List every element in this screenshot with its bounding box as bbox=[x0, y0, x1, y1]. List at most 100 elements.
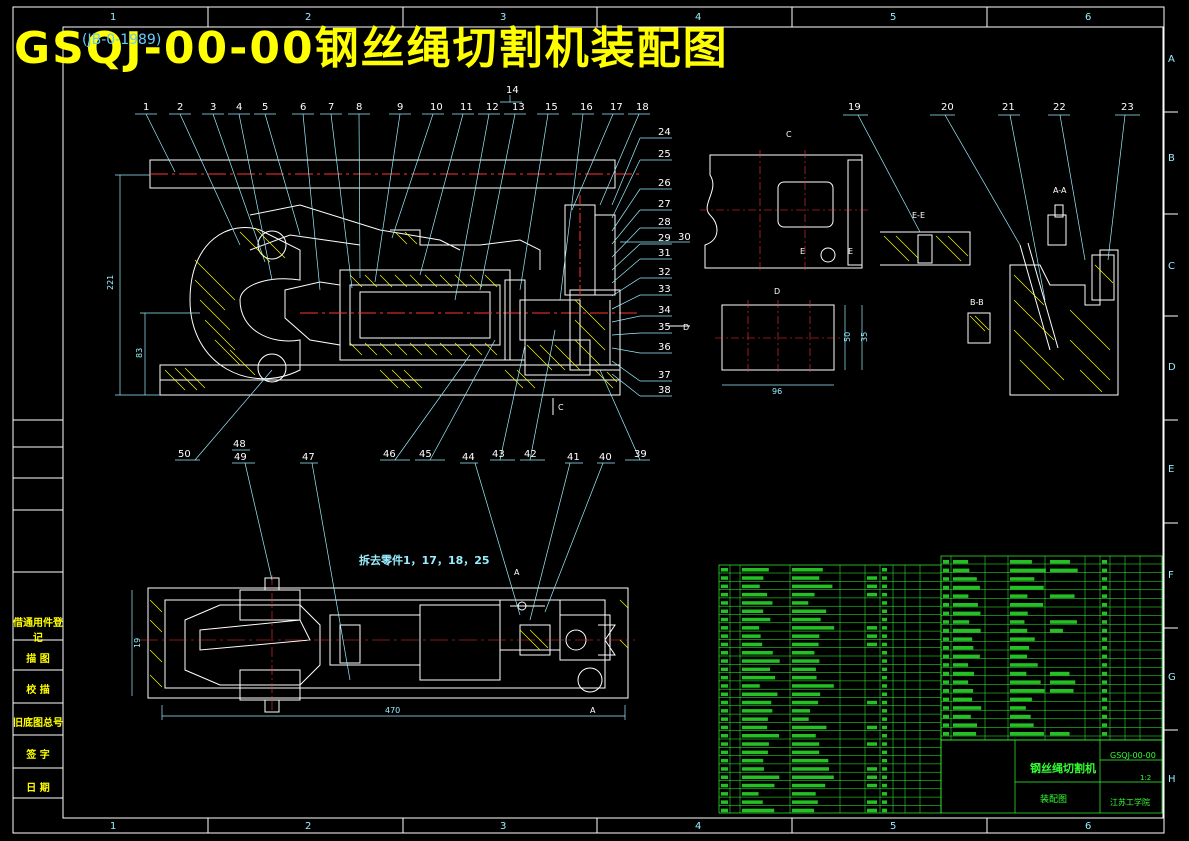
part-label-37: 37 bbox=[658, 370, 671, 381]
border-col-bottom-6: 6 bbox=[1085, 821, 1091, 832]
part-46: 46 bbox=[383, 449, 396, 460]
part-label-11: 11 bbox=[460, 102, 473, 113]
part-41: 41 bbox=[567, 452, 580, 463]
border-col-top-6: 6 bbox=[1085, 12, 1091, 23]
view-e1-label: E bbox=[800, 247, 805, 256]
part-label-38: 38 bbox=[658, 385, 671, 396]
border-col-bottom-4: 4 bbox=[695, 821, 701, 832]
dim-50: 50 bbox=[843, 332, 852, 342]
border-row-E: E bbox=[1168, 464, 1174, 475]
part-label-17: 17 bbox=[610, 102, 623, 113]
part-50: 50 bbox=[178, 449, 191, 460]
dim-470: 470 bbox=[385, 706, 400, 715]
part-19: 19 bbox=[848, 102, 861, 113]
part-label-12: 12 bbox=[486, 102, 499, 113]
drawing-title-ghost: (JB-0-1989) bbox=[82, 32, 162, 48]
dim-221: 221 bbox=[106, 275, 115, 290]
border-col-bottom-5: 5 bbox=[890, 821, 896, 832]
part-23: 23 bbox=[1121, 102, 1134, 113]
part-label-36: 36 bbox=[658, 342, 671, 353]
part-label-8: 8 bbox=[356, 102, 362, 113]
part-label-4: 4 bbox=[236, 102, 242, 113]
part-44: 44 bbox=[462, 452, 475, 463]
view-ee bbox=[880, 231, 971, 266]
part-label-2: 2 bbox=[177, 102, 183, 113]
part-40: 40 bbox=[599, 452, 612, 463]
side-label-1: 描 图 bbox=[26, 654, 50, 665]
plan-view bbox=[147, 577, 629, 713]
part-14-label: 14 bbox=[506, 85, 519, 96]
border-row-F: F bbox=[1168, 570, 1174, 581]
part-label-26: 26 bbox=[658, 178, 671, 189]
view-aa bbox=[1009, 204, 1119, 396]
dim-35: 35 bbox=[860, 332, 869, 342]
part-label-10: 10 bbox=[430, 102, 443, 113]
part-20: 20 bbox=[941, 102, 954, 113]
part-42: 42 bbox=[524, 449, 537, 460]
border-col-bottom-1: 1 bbox=[110, 821, 116, 832]
part-45: 45 bbox=[419, 449, 432, 460]
view-d-label: D bbox=[774, 287, 780, 296]
border-row-H: H bbox=[1168, 774, 1176, 785]
part-label-9: 9 bbox=[397, 102, 403, 113]
part-label-27: 27 bbox=[658, 199, 671, 210]
title-block-name: 钢丝绳切割机 bbox=[1030, 761, 1096, 775]
view-c bbox=[704, 154, 863, 269]
front-view bbox=[149, 159, 640, 396]
border-col-top-4: 4 bbox=[695, 12, 701, 23]
border-col-bottom-2: 2 bbox=[305, 821, 311, 832]
part-47: 47 bbox=[302, 452, 315, 463]
plan-a-arrow-label: A bbox=[590, 706, 596, 715]
side-label-3: 旧底图总号 bbox=[13, 718, 63, 729]
view-bb-label: B-B bbox=[970, 298, 984, 307]
part-label-16: 16 bbox=[580, 102, 593, 113]
view-e2-label: E bbox=[848, 247, 853, 256]
dim-96: 96 bbox=[772, 387, 782, 396]
view-aa-label: A-A bbox=[1053, 186, 1067, 195]
border-row-G: G bbox=[1168, 672, 1176, 683]
part-label-15: 15 bbox=[545, 102, 558, 113]
arrow-c-label: C bbox=[558, 403, 564, 412]
border-col-top-3: 3 bbox=[500, 12, 506, 23]
border-col-top-1: 1 bbox=[110, 12, 116, 23]
view-c-label: C bbox=[786, 130, 792, 139]
border-col-top-5: 5 bbox=[890, 12, 896, 23]
part-39: 39 bbox=[634, 449, 647, 460]
part-label-3: 3 bbox=[210, 102, 216, 113]
title-block-drawing-no: GSQJ-00-00 bbox=[1110, 751, 1156, 760]
part-label-5: 5 bbox=[262, 102, 268, 113]
part-30-label: 30 bbox=[678, 232, 691, 243]
border-row-D: D bbox=[1168, 362, 1176, 373]
part-label-33: 33 bbox=[658, 284, 671, 295]
plan-a-top-label: A bbox=[514, 568, 520, 577]
dim-83: 83 bbox=[135, 348, 144, 358]
part-label-1: 1 bbox=[143, 102, 149, 113]
removed-parts-note: 拆去零件1，17，18，25 bbox=[359, 554, 490, 567]
title-block-scale: 1:2 bbox=[1140, 774, 1151, 782]
view-ee-label: E-E bbox=[912, 211, 925, 220]
border-row-B: B bbox=[1168, 153, 1175, 164]
arrow-d-label: D bbox=[683, 323, 689, 332]
part-label-7: 7 bbox=[328, 102, 334, 113]
part-label-31: 31 bbox=[658, 248, 671, 259]
part-label-18: 18 bbox=[636, 102, 649, 113]
drawing-title: GSQJ-00-00钢丝绳切割机装配图 (JB-0-1989) bbox=[14, 12, 729, 76]
part-label-28: 28 bbox=[658, 217, 671, 228]
dim-19: 19 bbox=[133, 638, 142, 648]
title-block-type: 装配图 bbox=[1040, 793, 1067, 805]
part-22: 22 bbox=[1053, 102, 1066, 113]
part-label-32: 32 bbox=[658, 267, 671, 278]
border-row-C: C bbox=[1168, 261, 1175, 272]
drawing-title-text: GSQJ-00-00钢丝绳切割机装配图 bbox=[14, 23, 729, 74]
part-48: 48 bbox=[233, 439, 246, 450]
part-label-34: 34 bbox=[658, 305, 671, 316]
part-21: 21 bbox=[1002, 102, 1015, 113]
title-block-school: 江苏工学院 bbox=[1110, 797, 1150, 807]
part-label-29: 29 bbox=[658, 233, 671, 244]
side-label-5: 日 期 bbox=[26, 783, 50, 794]
side-label-0: 借通用件登记 bbox=[13, 618, 63, 644]
part-label-35: 35 bbox=[658, 322, 671, 333]
part-43: 43 bbox=[492, 449, 505, 460]
part-label-13: 13 bbox=[512, 102, 525, 113]
